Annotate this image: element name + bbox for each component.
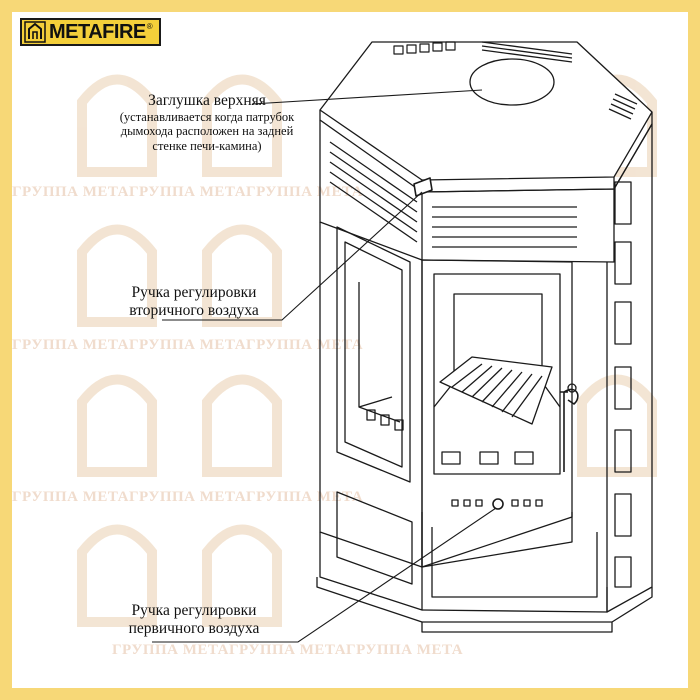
grate-bars bbox=[451, 363, 543, 418]
left-glass-frame bbox=[336, 226, 411, 483]
watermark-figure bbox=[77, 224, 157, 327]
watermark-figure bbox=[202, 374, 282, 477]
watermark-text-row: ГРУППА МЕТАГРУППА МЕТАГРУППА МЕТА bbox=[12, 184, 364, 200]
top-vent-corner bbox=[608, 93, 638, 120]
plinth-inner bbox=[431, 527, 598, 598]
stove-drawing bbox=[152, 41, 653, 643]
front-air-slot bbox=[514, 451, 534, 465]
label-top-plug: Заглушка верхняя (устанавливается когда … bbox=[92, 92, 322, 153]
brand-logo: METAFIRE ® bbox=[20, 18, 161, 46]
grate bbox=[439, 356, 553, 425]
watermark-text-row: ГРУППА МЕТАГРУППА МЕТАГРУППА МЕТА bbox=[112, 642, 464, 658]
secondary-air-handle bbox=[413, 177, 433, 197]
side-slot bbox=[614, 429, 632, 473]
side-slot bbox=[614, 366, 632, 410]
flame-icon bbox=[24, 21, 46, 43]
side-slot bbox=[614, 556, 632, 588]
label-secondary-air-line1: Ручка регулировки bbox=[131, 284, 257, 301]
left-air-slots bbox=[366, 409, 404, 431]
plinth-opening bbox=[336, 491, 413, 585]
watermark-figure bbox=[202, 224, 282, 327]
watermark-text-row: ГРУППА МЕТАГРУППА МЕТАГРУППА МЕТА bbox=[12, 489, 364, 505]
plinth-front bbox=[421, 587, 608, 613]
ash-box-front bbox=[421, 512, 573, 568]
label-primary-air: Ручка регулировки первичного воздуха bbox=[104, 602, 284, 638]
left-firebox bbox=[358, 282, 401, 423]
watermark-figure bbox=[77, 374, 157, 477]
front-door-frame bbox=[421, 259, 573, 568]
upper-band-left bbox=[319, 120, 423, 261]
leader-top-plug bbox=[251, 89, 483, 105]
side-slot bbox=[614, 181, 632, 225]
label-primary-air-line1: Ручка регулировки bbox=[131, 602, 257, 619]
left-glass bbox=[344, 241, 403, 468]
door-hinge bbox=[567, 383, 577, 393]
watermark-figure bbox=[77, 524, 157, 627]
leader-secondary-air bbox=[162, 191, 423, 321]
top-vent-right bbox=[481, 41, 573, 63]
leader-primary-air bbox=[152, 507, 497, 643]
side-body-left bbox=[319, 222, 423, 568]
top-vent-left bbox=[393, 41, 456, 55]
upper-band-right bbox=[421, 188, 615, 263]
brand-name: METAFIRE bbox=[49, 20, 146, 43]
label-secondary-air: Ручка регулировки вторичного воздуха bbox=[104, 284, 284, 320]
base-plate bbox=[316, 577, 653, 623]
label-top-plug-title: Заглушка верхняя bbox=[148, 92, 266, 109]
front-air-slot bbox=[479, 451, 499, 465]
side-slot bbox=[614, 241, 632, 285]
top-plug bbox=[469, 58, 555, 106]
registered-mark: ® bbox=[146, 22, 153, 31]
front-air-slot bbox=[441, 451, 461, 465]
base-floor bbox=[421, 622, 613, 633]
louver-left bbox=[329, 141, 418, 243]
door-handle bbox=[560, 388, 579, 472]
side-slot bbox=[614, 301, 632, 345]
label-top-plug-line3: стенке печи-камина) bbox=[152, 138, 262, 153]
louver-right bbox=[432, 206, 577, 248]
watermark-figure bbox=[202, 524, 282, 627]
label-primary-air-line2: первичного воздуха bbox=[128, 619, 260, 637]
primary-air-handle bbox=[492, 498, 504, 510]
watermark-text-row: ГРУППА МЕТАГРУППА МЕТАГРУППА МЕТА bbox=[12, 337, 364, 353]
diagram-sheet: ГРУППА МЕТАГРУППА МЕТАГРУППА МЕТА ГРУППА… bbox=[12, 12, 688, 688]
ash-box-slots bbox=[451, 499, 543, 507]
plinth-left bbox=[319, 532, 423, 611]
label-top-plug-line1: (устанавливается когда патрубок bbox=[119, 109, 295, 124]
front-glass bbox=[433, 273, 561, 475]
watermark-figure bbox=[77, 74, 157, 177]
stove-top-plate bbox=[319, 41, 653, 181]
label-top-plug-line2: дымохода расположен на задней bbox=[120, 124, 294, 139]
label-secondary-air-line2: вторичного воздуха bbox=[129, 301, 259, 319]
side-slot bbox=[614, 493, 632, 537]
